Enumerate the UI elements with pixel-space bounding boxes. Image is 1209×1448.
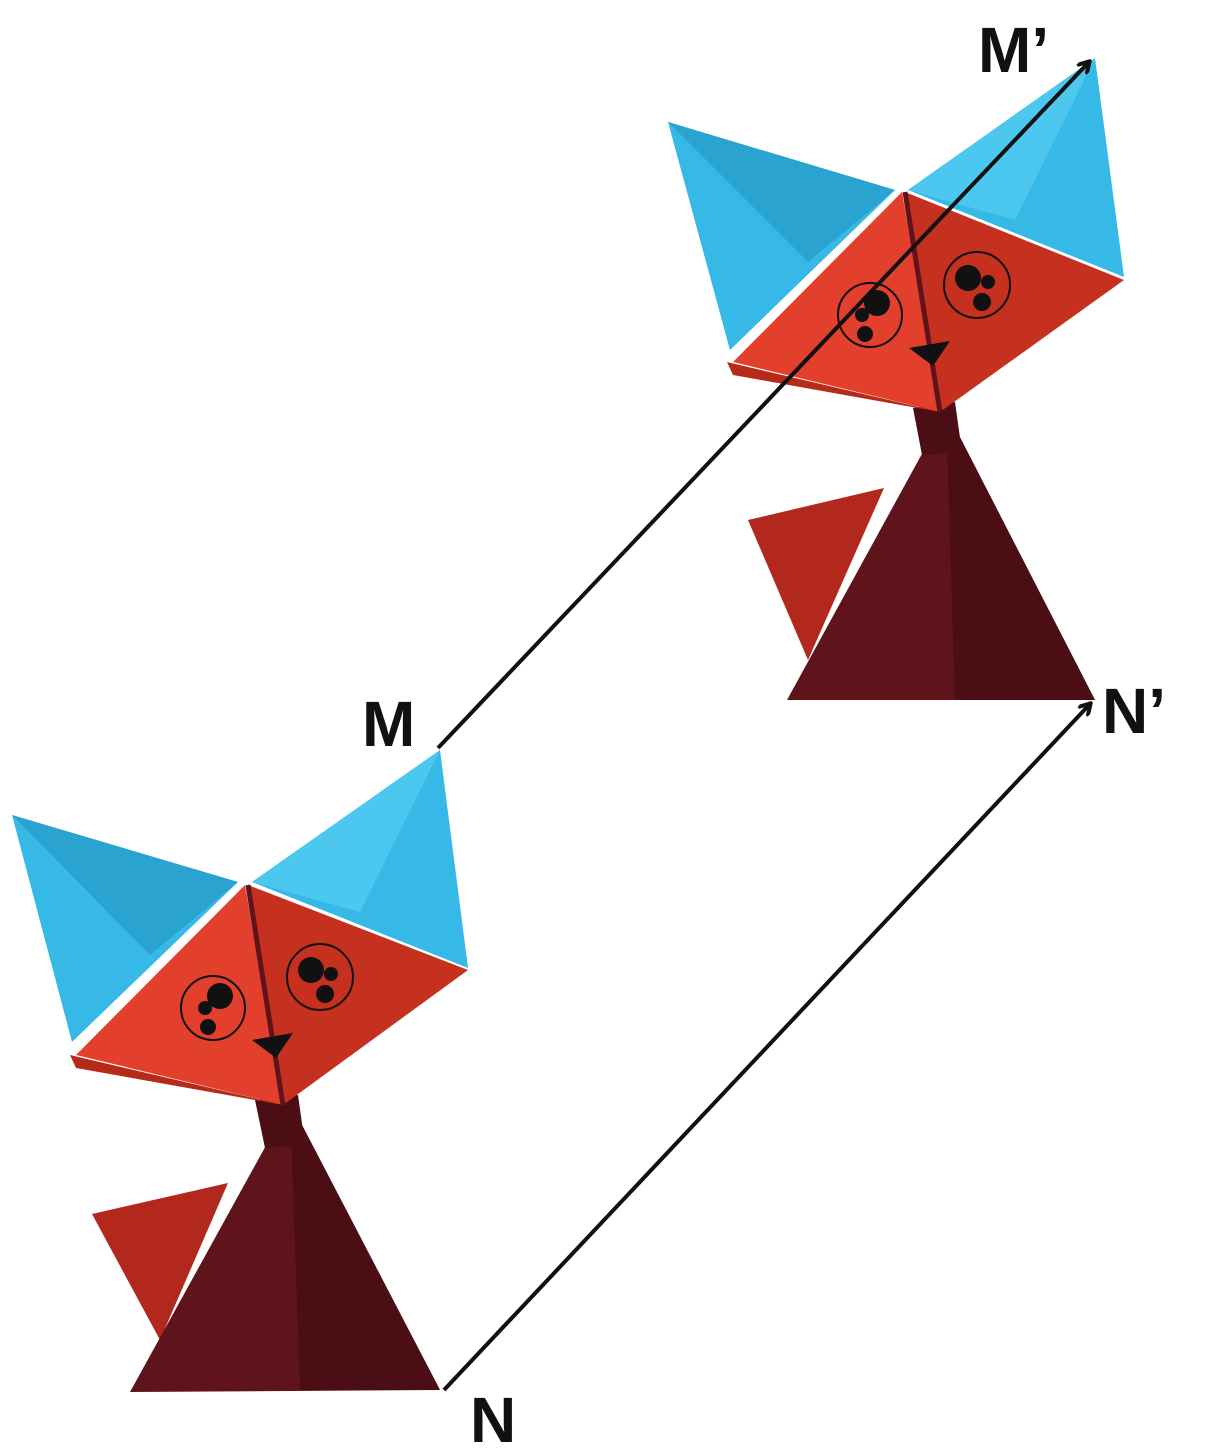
cat-nose: [909, 341, 950, 366]
cat-tail: [92, 1183, 228, 1340]
cat-body-shade: [946, 410, 1095, 700]
original-cat: [12, 750, 468, 1392]
label-m: M: [362, 688, 415, 760]
cat-face-crease: [902, 191, 943, 413]
cat-body-shade: [290, 1102, 440, 1390]
cat-face-left: [733, 192, 940, 412]
label-m-prime: M’: [978, 14, 1049, 86]
cat-nose: [252, 1033, 293, 1058]
cat-ear-right-fold: [252, 750, 440, 912]
cat-eye-right: [286, 943, 354, 1011]
cat-ear-left-fold: [12, 815, 238, 955]
cat-tail: [748, 488, 884, 660]
cat-eye-left: [180, 975, 246, 1041]
cat-neck: [913, 402, 962, 455]
label-n-prime: N’: [1102, 675, 1166, 747]
cat-face-left: [76, 885, 283, 1105]
cat-face-right: [905, 192, 1124, 412]
label-n: N: [470, 1384, 516, 1448]
cat-neck: [255, 1095, 305, 1148]
vector-n-n-prime: [442, 704, 1090, 1392]
vector-m-m-prime: [436, 62, 1089, 750]
cat-face-lower-edge: [70, 1055, 283, 1105]
cat-eye-left: [837, 282, 903, 348]
cat-face-right: [248, 885, 468, 1105]
cat-ear-right-fold: [908, 58, 1095, 220]
cat-ear-left-fold: [668, 122, 895, 262]
cat-face-crease: [245, 884, 286, 1106]
translated-cat: [668, 58, 1124, 700]
cat-eye-right: [943, 251, 1011, 319]
cat-face-lower-edge: [727, 362, 940, 412]
